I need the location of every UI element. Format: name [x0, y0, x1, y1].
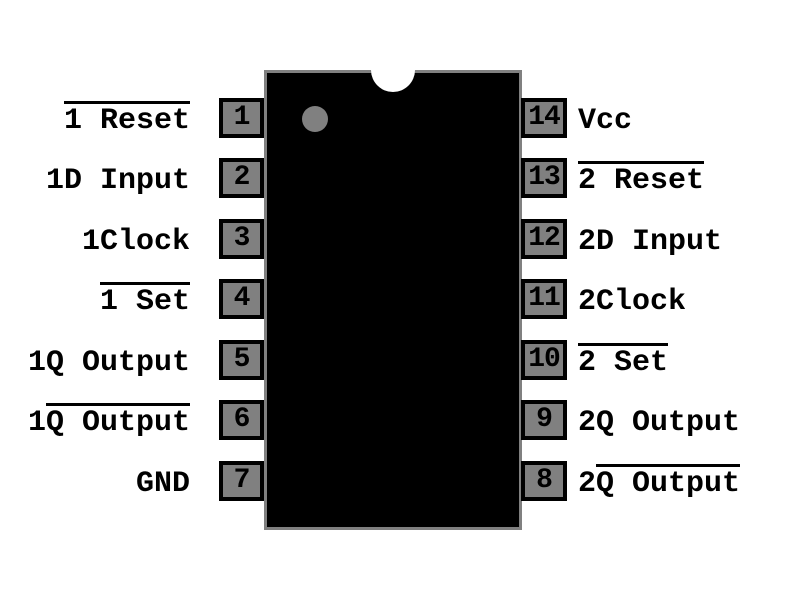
pin-2-label-plain: 1D Input: [45, 163, 190, 198]
pin-3-number: 3: [233, 223, 251, 254]
pin-13-label: 2 Reset: [578, 158, 798, 198]
pin-3-number-box: 3: [219, 219, 264, 259]
pin-row-9: 9 2Q Output: [0, 400, 800, 440]
pin-2-number-box: 2: [219, 158, 264, 198]
pin-1-label: 1 Reset: [0, 98, 190, 138]
pin-10-number: 10: [528, 344, 561, 375]
pin-row-5: 1Q Output 5: [0, 340, 800, 380]
pin-13-number-box: 13: [521, 158, 567, 198]
pin-3-label: 1Clock: [0, 219, 190, 259]
pin-2-label: 1D Input: [0, 158, 190, 198]
pin-6-number: 6: [233, 404, 251, 435]
pin-7-label-plain: GND: [135, 466, 190, 501]
pin-5-label-plain: 1Q Output: [27, 345, 190, 380]
pin-13-number: 13: [528, 162, 561, 193]
pin-10-label-overlined: 2 Set: [578, 342, 669, 378]
pin-4-number: 4: [233, 283, 251, 314]
pin-2-number: 2: [233, 162, 251, 193]
pin-14-number-box: 14: [521, 98, 567, 138]
pin-9-number-box: 9: [521, 400, 567, 440]
pin-12-label: 2D Input: [578, 219, 798, 259]
pin-1-number: 1: [233, 102, 251, 133]
pin-row-12: 12 2D Input: [0, 219, 800, 259]
pin-7-number: 7: [233, 465, 251, 496]
pin-8-number: 8: [536, 465, 553, 496]
pin-4-number-box: 4: [219, 279, 264, 319]
pin-4-label-overlined: 1 Set: [99, 281, 190, 317]
pin-12-number-box: 12: [521, 219, 567, 259]
pin-11-number-box: 11: [521, 279, 567, 319]
pin-14-number: 14: [528, 102, 561, 133]
pin-1-label-overlined: 1 Reset: [63, 100, 190, 136]
pin-14-label-plain: Vcc: [578, 103, 633, 138]
pin-1-number-box: 1: [219, 98, 264, 138]
pin-12-label-plain: 2D Input: [578, 224, 723, 259]
pin-11-number: 11: [528, 283, 561, 314]
pin-9-label: 2Q Output: [578, 400, 798, 440]
chip-notch-icon: [371, 48, 415, 92]
pin-8-label-plain: 2: [578, 466, 597, 501]
pin-13-label-overlined: 2 Reset: [578, 160, 705, 196]
pin-7-label: GND: [0, 461, 190, 501]
pin-14-label: Vcc: [578, 98, 798, 138]
chip-body: [264, 70, 522, 530]
pin-row-7: GND 7: [0, 461, 800, 501]
pin-9-number: 9: [536, 404, 553, 435]
pin-row-3: 1Clock 3: [0, 219, 800, 259]
pin-3-label-plain: 1Clock: [81, 224, 190, 259]
pin-row-13: 13 2 Reset: [0, 158, 800, 198]
pin-row-14: 14 Vcc: [0, 98, 800, 138]
pin-11-label-plain: 2Clock: [578, 284, 687, 319]
pin-12-number: 12: [528, 223, 561, 254]
pin-9-label-plain: 2Q Output: [578, 405, 741, 440]
pin-8-label-overlined: Q Output: [596, 463, 741, 499]
pin-11-label: 2Clock: [578, 279, 798, 319]
pin-row-2: 1D Input 2: [0, 158, 800, 198]
pin-row-4: 1 Set 4: [0, 279, 800, 319]
pin-row-10: 10 2 Set: [0, 340, 800, 380]
pin-5-number-box: 5: [219, 340, 264, 380]
pin-10-label: 2 Set: [578, 340, 798, 380]
pin-6-label-plain: 1: [27, 405, 46, 440]
pin-8-number-box: 8: [521, 461, 567, 501]
pin-row-1: 1 Reset 1: [0, 98, 800, 138]
pin-5-label: 1Q Output: [0, 340, 190, 380]
pin-6-label-overlined: Q Output: [45, 402, 190, 438]
pin1-indicator-dot-icon: [302, 106, 328, 132]
pin-10-number-box: 10: [521, 340, 567, 380]
pin-5-number: 5: [233, 344, 251, 375]
pin-row-11: 11 2Clock: [0, 279, 800, 319]
pin-6-number-box: 6: [219, 400, 264, 440]
pin-4-label: 1 Set: [0, 279, 190, 319]
pin-7-number-box: 7: [219, 461, 264, 501]
